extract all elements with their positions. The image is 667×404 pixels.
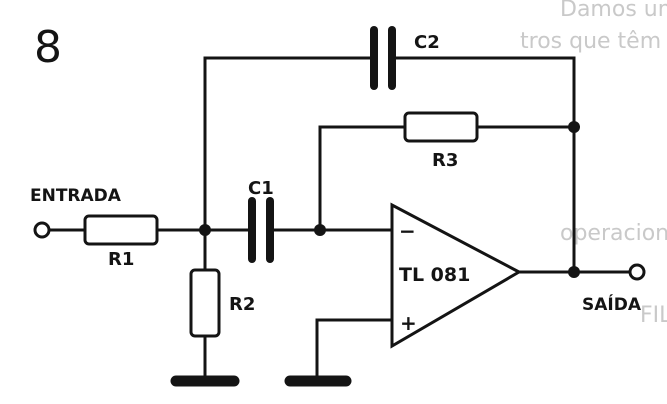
label-r1: R1 bbox=[108, 249, 134, 270]
resistor-r1 bbox=[83, 214, 159, 246]
input-label: ENTRADA bbox=[30, 186, 122, 206]
node-output-junction bbox=[568, 266, 580, 278]
node-r3-junction bbox=[568, 121, 580, 133]
label-r3: R3 bbox=[432, 150, 458, 171]
label-c1: C1 bbox=[248, 178, 274, 199]
output-label: SAÍDA bbox=[582, 293, 642, 315]
bleed-line-2: tros que têm por duas adaptações bbox=[520, 29, 667, 54]
label-c2: C2 bbox=[414, 32, 440, 53]
opamp-minus-sign: − bbox=[399, 219, 416, 243]
capacitor-c1 bbox=[248, 197, 274, 263]
bleed-line-1: Damos um filtro passa-baixa com filtros … bbox=[560, 0, 667, 22]
wires bbox=[47, 56, 632, 383]
input-terminal bbox=[33, 221, 51, 239]
resistor-r2 bbox=[189, 268, 221, 338]
opamp-triangle bbox=[390, 202, 523, 349]
opamp-plus-sign: + bbox=[400, 311, 417, 335]
background-bleed-text: Damos um filtro passa-baixa com filtros … bbox=[520, 0, 667, 328]
label-r2: R2 bbox=[229, 294, 255, 315]
bleed-line-3: operacional bbox=[560, 221, 667, 246]
node-input-junction bbox=[199, 224, 211, 236]
node-inverting-junction bbox=[314, 224, 326, 236]
capacitor-c2 bbox=[370, 26, 396, 90]
opamp-label: TL 081 bbox=[399, 264, 470, 286]
bleed-line-4: FILTRO PASSA-BAIXA bbox=[640, 303, 667, 328]
figure-number: 8 bbox=[34, 22, 62, 73]
resistor-r3 bbox=[403, 111, 479, 143]
output-terminal bbox=[628, 263, 646, 281]
